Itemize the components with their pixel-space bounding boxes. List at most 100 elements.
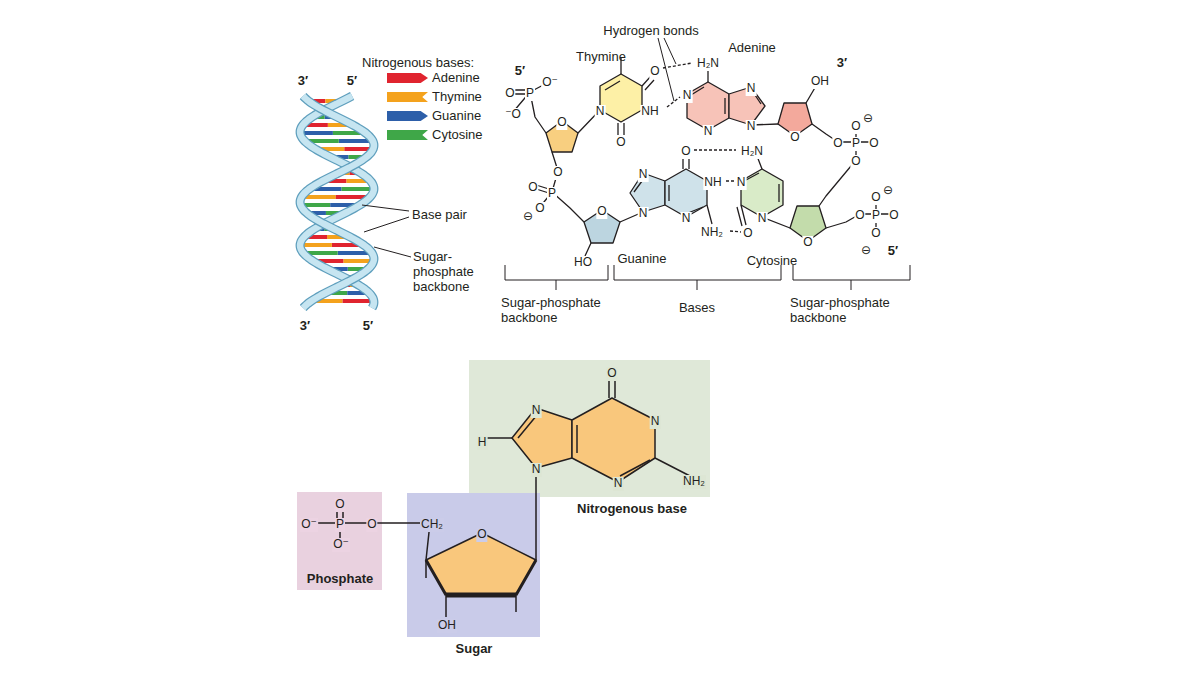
label-holder: Thymine: [576, 47, 626, 65]
label-holder: 5′: [888, 241, 898, 259]
label-holder: H₂N: [696, 53, 720, 71]
atom-symbol: OH: [810, 75, 830, 89]
atom-symbol: N: [746, 82, 757, 96]
label-holder: Sugar-phosphate backbone: [413, 250, 487, 295]
atom-symbol: NH: [703, 176, 722, 190]
atom-symbol: ⊖: [862, 112, 874, 126]
label-holder: N: [638, 203, 649, 221]
label-holder: NH₂: [682, 471, 706, 489]
backbone-strand: [300, 96, 374, 308]
label-holder: O: [680, 141, 691, 159]
atom-symbol: O: [870, 227, 881, 241]
label-holder: O: [850, 116, 861, 134]
legend-swatch: [387, 130, 428, 140]
part-label: Bases: [679, 301, 715, 316]
label-holder: O: [870, 187, 881, 205]
region-label: Phosphate: [307, 571, 373, 586]
part-label: Guanine: [617, 252, 666, 267]
label-holder: N: [650, 411, 661, 429]
atom-symbol: O: [596, 205, 607, 219]
atom-symbol: O: [888, 209, 899, 223]
legend-swatch: [387, 111, 428, 121]
label-holder: N: [638, 164, 649, 182]
atom-symbol: O: [832, 137, 843, 151]
base-pair-rung: [303, 253, 372, 254]
legend-swatch: [387, 92, 428, 102]
atom-symbol: N: [650, 415, 661, 429]
label-holder: O: [868, 133, 879, 151]
label-holder: P: [871, 205, 881, 223]
label-holder: O: [606, 363, 617, 381]
label-holder: N: [531, 459, 542, 477]
label-holder: H₂N: [740, 141, 764, 159]
atom-symbol: N: [703, 125, 714, 139]
strand-end: 5′: [363, 319, 373, 334]
label-holder: N: [681, 208, 692, 226]
label-holder: O: [854, 205, 865, 223]
label-holder: O⁻: [541, 72, 559, 90]
label-holder: Bases: [679, 298, 715, 316]
atom-symbol: H₂N: [696, 57, 720, 71]
label-holder: N: [703, 121, 714, 139]
strand-end: 3′: [837, 56, 847, 71]
label-holder: ⊖: [860, 240, 872, 258]
part-label: Sugar-phosphate backbone: [790, 296, 912, 326]
label-holder: CH₂: [420, 514, 444, 532]
backbone-strand: [300, 96, 374, 308]
label-holder: H: [477, 432, 488, 450]
atom-symbol: N: [613, 477, 624, 491]
backbone-strand: [300, 96, 374, 308]
label-holder: O: [615, 132, 626, 150]
label-holder: O: [742, 223, 753, 241]
label-holder: N: [531, 400, 542, 418]
strand-end: 3′: [298, 74, 308, 89]
label-holder: Base pair: [412, 205, 467, 223]
label-holder: Hydrogen bonds: [603, 21, 698, 39]
label-holder: O: [334, 494, 345, 512]
label-holder: P: [335, 514, 345, 532]
label-holder: P: [851, 133, 861, 151]
atom-symbol: N: [595, 105, 606, 119]
atom-symbol: N: [531, 463, 542, 477]
label-holder: N: [613, 473, 624, 491]
atom-symbol: ⊖: [860, 244, 872, 258]
atom-symbol: O: [552, 166, 563, 180]
part-label: Sugar-phosphate backbone: [501, 296, 623, 326]
atom-symbol: O: [870, 191, 881, 205]
label-holder: HO: [573, 252, 593, 270]
label-holder: O: [556, 112, 567, 130]
label-holder: N: [736, 172, 747, 190]
part-label: Nitrogenous bases:: [362, 56, 474, 71]
label-holder: 5′: [347, 71, 357, 89]
atom-symbol: ⊖: [522, 210, 534, 224]
atom-symbol: O⁻: [300, 518, 318, 532]
atom-symbol: O: [649, 65, 660, 79]
label-holder: O: [888, 205, 899, 223]
atom-symbol: O: [504, 87, 515, 101]
label-holder: N: [595, 101, 606, 119]
base-pair-rung: [300, 245, 364, 246]
strand-end: 5′: [515, 64, 525, 79]
base-pair-rung: [305, 141, 373, 142]
base-region: Nitrogenous base: [469, 360, 710, 497]
atom-symbol: O: [366, 518, 377, 532]
atom-symbol: P: [851, 137, 861, 151]
label-holder: P: [547, 183, 557, 201]
atom-symbol: CH₂: [420, 518, 444, 532]
strand-end: 3′: [300, 319, 310, 334]
legend-text: Cytosine: [432, 127, 483, 143]
atom-symbol: H: [477, 436, 488, 450]
atom-symbol: P: [525, 87, 535, 101]
label-holder: Nitrogenous bases:: [362, 53, 474, 71]
atom-symbol: NH₂: [700, 226, 724, 240]
atom-symbol: O: [606, 367, 617, 381]
region-label: Sugar: [456, 641, 493, 656]
part-label: Adenine: [728, 41, 776, 56]
atom-symbol: O: [789, 131, 800, 145]
label-holder: N: [746, 78, 757, 96]
base-pair-rung: [311, 301, 374, 302]
label-holder: Guanine: [617, 249, 666, 267]
atom-symbol: O: [534, 202, 545, 216]
atom-symbol: O: [742, 227, 753, 241]
